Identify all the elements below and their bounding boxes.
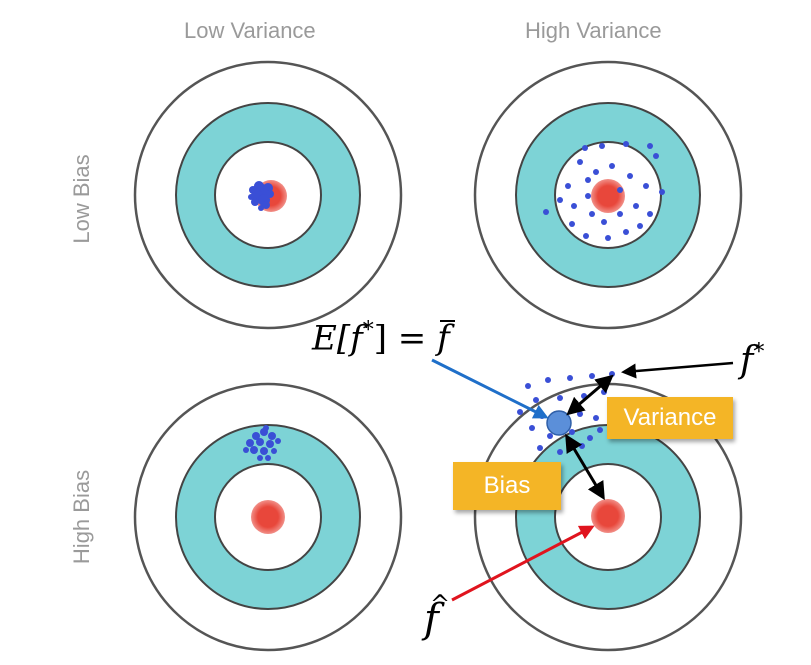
f-star-label: f* bbox=[740, 340, 764, 381]
arrow-icon-f-star bbox=[621, 361, 734, 379]
cluster-dots bbox=[248, 181, 274, 211]
f-hat-f: f bbox=[424, 596, 439, 642]
scatter-dots bbox=[543, 141, 665, 241]
target-low-bias-low-variance bbox=[133, 60, 403, 330]
expected-f: f bbox=[350, 318, 363, 359]
expected-close: ] = bbox=[373, 318, 438, 359]
col-label-low-variance: Low Variance bbox=[184, 18, 316, 43]
expected-value-dot bbox=[546, 410, 572, 436]
f-hat-hat: ^ bbox=[430, 590, 451, 618]
overbar bbox=[440, 320, 456, 323]
expected-value-label: E[f*] = f bbox=[312, 318, 456, 359]
arrow-icon-variance bbox=[566, 374, 614, 416]
expected-star: * bbox=[362, 318, 374, 343]
cluster-dots bbox=[243, 425, 281, 461]
bias-badge: Bias bbox=[453, 462, 561, 510]
target-high-bias-low-variance bbox=[133, 382, 403, 652]
arrow-icon-f-hat bbox=[451, 525, 595, 602]
variance-badge: Variance bbox=[607, 397, 733, 439]
col-label-high-variance: High Variance bbox=[525, 18, 662, 43]
f-star-star: * bbox=[753, 340, 765, 365]
bullseye-icon bbox=[251, 500, 285, 534]
f-star-f: f bbox=[740, 340, 754, 381]
bullseye-icon bbox=[591, 499, 625, 533]
bullseye-icon bbox=[591, 179, 625, 213]
arrow-icon-expected bbox=[431, 358, 549, 419]
target-low-bias-high-variance bbox=[473, 60, 743, 330]
target-high-bias-high-variance bbox=[473, 371, 743, 652]
expected-lhs: E[ bbox=[312, 318, 351, 359]
f-hat-label: ^f bbox=[424, 590, 450, 642]
arrow-icon-bias bbox=[565, 433, 605, 501]
expected-fbar: f bbox=[437, 318, 456, 358]
